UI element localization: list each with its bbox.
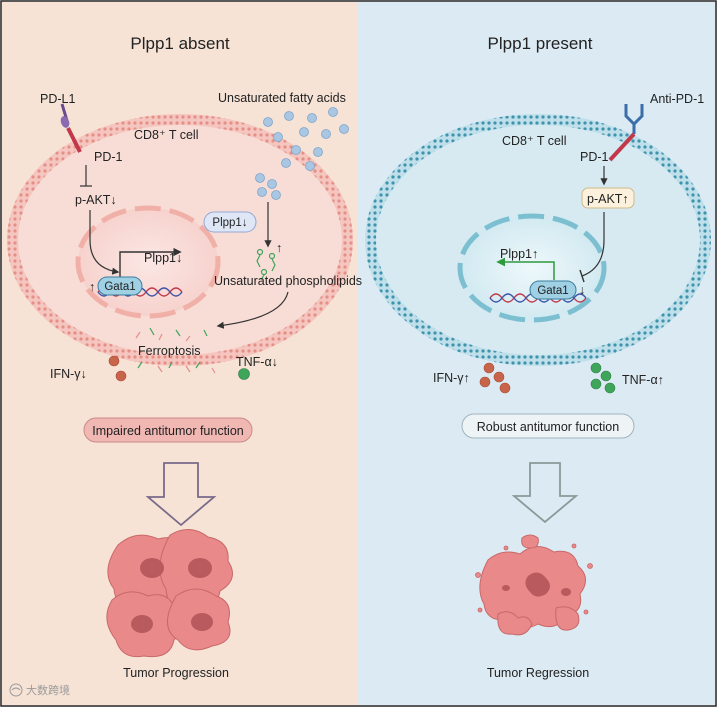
left-panel-title: Plpp1 absent <box>130 34 230 53</box>
left-cell-label: CD8⁺ T cell <box>134 128 199 142</box>
right-tnf-dots-icon <box>590 362 616 394</box>
left-pakt-label: p-AKT↓ <box>75 193 117 207</box>
watermark-text: 大数跨境 <box>26 683 70 697</box>
right-ifn-dots-icon <box>479 362 511 394</box>
tumor-regression-nuclei-icon <box>502 572 571 597</box>
left-ifn-label: IFN-γ↓ <box>50 367 87 381</box>
right-pd-1-label: PD-1 <box>580 150 609 164</box>
ferroptosis-debris-icon <box>135 327 216 374</box>
ferroptosis-label: Ferroptosis <box>138 344 201 358</box>
tumor-progression-icon <box>106 529 233 658</box>
right-pd1-receptor-icon <box>608 132 636 162</box>
left-gata1-label: Gata1 <box>104 281 135 293</box>
left-function-pill <box>83 417 253 443</box>
right-plpp1-gene-label: Plpp1↑ <box>500 247 538 261</box>
right-panel-title: Plpp1 present <box>488 34 593 53</box>
right-function-label: Robust antitumor function <box>477 420 619 434</box>
left-down-arrow-icon <box>145 462 217 527</box>
right-pakt-inhibition-line <box>581 212 605 277</box>
left-cell <box>7 114 353 366</box>
left-tnf-dots-icon <box>238 368 250 380</box>
right-gata1-box <box>529 280 577 300</box>
tumor-progression-nuclei-icon <box>131 558 213 633</box>
right-ifn-label: IFN-γ↑ <box>433 371 470 385</box>
right-gata1-arrow: ↓ <box>579 283 585 297</box>
pd-l1-label: PD-L1 <box>40 92 75 106</box>
phospholipids-label: Unsaturated phospholipids <box>214 274 362 288</box>
right-plpp1-transcription-arrow <box>496 257 555 280</box>
left-plpp1-gene-label: Plpp1↓ <box>144 251 182 265</box>
fatty-acids-label: Unsaturated fatty acids <box>218 91 346 105</box>
plpp1-protein-label: Plpp1↓ <box>212 217 247 229</box>
left-plpp1-transcription-arrow <box>119 247 182 278</box>
right-pakt-box <box>581 187 635 209</box>
phospholipids-up-arrow: ↑ <box>276 241 282 255</box>
plpp1-protein-box <box>203 211 257 233</box>
left-gata1-box <box>97 276 143 296</box>
watermark-logo-icon <box>9 683 23 697</box>
right-nucleus <box>457 213 607 323</box>
right-outcome-label: Tumor Regression <box>487 666 589 680</box>
right-cell-label: CD8⁺ T cell <box>502 134 567 148</box>
left-gata1-arrow: ↑ <box>89 280 95 294</box>
right-pakt-label: p-AKT↑ <box>587 192 629 206</box>
anti-pd1-antibody-icon <box>624 104 644 134</box>
tumor-regression-debris-icon <box>475 543 593 615</box>
pd-l1-receptor-icon <box>60 103 82 153</box>
left-function-label: Impaired antitumor function <box>92 424 244 438</box>
phospholipid-to-ferroptosis-arrow <box>216 291 289 329</box>
anti-pd1-label: Anti-PD-1 <box>650 92 704 106</box>
left-pakt-to-gata1-arrow <box>89 210 120 275</box>
right-down-arrow-icon <box>511 462 579 524</box>
left-tnf-label: TNF-α↓ <box>236 355 278 369</box>
fatty-acid-molecules-icon <box>255 107 349 200</box>
right-pakt-inhibition-bar <box>579 269 585 283</box>
left-pd-1-label: PD-1 <box>94 150 123 164</box>
right-function-pill <box>461 413 635 439</box>
right-cell <box>365 114 711 366</box>
right-gata1-label: Gata1 <box>537 285 568 297</box>
left-outcome-label: Tumor Progression <box>123 666 229 680</box>
right-tnf-label: TNF-α↑ <box>622 373 664 387</box>
left-ifn-dots-icon <box>108 355 127 382</box>
phospholipid-molecules-icon <box>256 248 276 281</box>
